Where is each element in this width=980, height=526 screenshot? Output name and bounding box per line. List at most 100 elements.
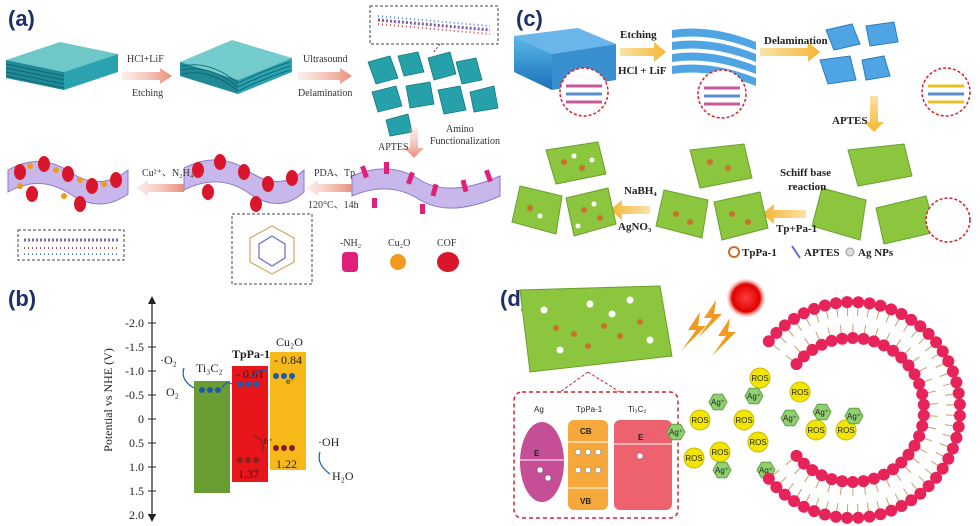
tppa-dots-d xyxy=(553,319,643,349)
panel-a-label: (a) xyxy=(8,6,35,31)
label-c-etching: Etching xyxy=(620,29,657,41)
ros-label: ROS xyxy=(711,448,728,457)
label-tppa: TpPa-1 xyxy=(232,347,270,361)
ag-ion-label: Ag⁺ xyxy=(815,408,829,417)
lipid-head xyxy=(841,296,854,309)
flakes-c xyxy=(819,21,899,85)
lipid-head xyxy=(952,387,965,400)
lipid-head xyxy=(815,338,828,351)
y-tick-label: 1.5 xyxy=(129,484,144,498)
lipid-head xyxy=(930,336,943,349)
cu2o-inset xyxy=(17,229,125,261)
light-bolts xyxy=(682,300,736,356)
lipid-head xyxy=(836,475,849,488)
lipid-head xyxy=(874,508,887,521)
label-c-aptes: APTES xyxy=(832,115,867,127)
lipid-head xyxy=(953,409,966,422)
ag-ion xyxy=(712,461,732,479)
band-cu2o xyxy=(270,352,306,470)
aptes-sheets-c xyxy=(811,143,971,245)
lipid-head xyxy=(895,500,908,512)
lipid-head xyxy=(788,312,800,325)
label-d-tppa: TpPa-1 xyxy=(576,405,603,414)
panel-b: (b) Potential vs NHE (V) -2.0-1.5-1.0-0.… xyxy=(8,286,354,522)
label-pda-tp: PDA、Tp xyxy=(314,168,355,179)
label-c-delam: Delamination xyxy=(764,35,828,47)
ti3c2-band-d xyxy=(614,420,672,510)
lipid-head xyxy=(917,398,930,411)
lipid-head xyxy=(829,297,842,310)
lipid-head xyxy=(867,335,880,348)
electrons xyxy=(199,373,295,393)
ag-ion-label: Ag⁺ xyxy=(847,412,861,421)
ag-ion xyxy=(666,423,686,441)
arrow-c-schiff xyxy=(762,204,806,224)
lipid-head xyxy=(815,469,828,482)
lipid-head xyxy=(797,350,810,363)
accordion-mxene xyxy=(180,40,292,94)
inset-leader-right xyxy=(587,371,621,393)
cof-sheets-c xyxy=(655,143,769,241)
lipid-head xyxy=(846,476,859,488)
lipid-head xyxy=(852,296,865,309)
lipid-head xyxy=(905,494,918,507)
lipid-head xyxy=(829,510,842,523)
panel-a: (a) HCl+LiF Etching Ultrasound Delaminat… xyxy=(5,5,501,285)
label-d-ti3c2: Ti₃C₂ xyxy=(628,405,647,414)
ag-ion-label: Ag⁺ xyxy=(747,392,761,401)
holes xyxy=(237,445,295,463)
ros-particle xyxy=(689,409,711,431)
y-axis-ticks: -2.0-1.5-1.0-0.500.51.01.52.0 xyxy=(125,316,156,522)
label-cu-n2h4: Cu²⁺、N₂H₄ xyxy=(142,168,194,179)
accordion-c xyxy=(672,28,756,119)
label-aptes-a: APTES xyxy=(378,142,409,153)
panel-b-label: (b) xyxy=(8,286,36,311)
lipid-head xyxy=(887,344,899,357)
lipid-head xyxy=(788,495,800,508)
ros-particle xyxy=(789,381,811,403)
lipid-head xyxy=(930,471,943,484)
label-c-agno3: AgNO₃ xyxy=(618,221,652,233)
lipid-head xyxy=(887,463,899,476)
lipid-head xyxy=(895,351,908,364)
label-etching: Etching xyxy=(132,88,163,99)
ag-ion xyxy=(708,393,728,411)
ros-particle xyxy=(749,367,771,389)
lipid-head xyxy=(908,439,921,452)
lipid-head xyxy=(808,505,821,518)
cell-membrane xyxy=(762,296,966,524)
band-ti3c2 xyxy=(194,381,230,493)
inset-leader-left xyxy=(559,371,589,393)
lipid-head xyxy=(863,297,876,310)
legend-a: -NH₂ Cu₂O COF xyxy=(340,238,459,272)
hole-transfer-arrow xyxy=(253,435,264,453)
lipid-head xyxy=(808,302,821,315)
ros-particle xyxy=(733,409,755,431)
y-axis-arrow-top xyxy=(148,296,156,304)
label-hcl-lif: HCl+LiF xyxy=(127,54,164,65)
o2-reduction-arrow xyxy=(182,367,195,389)
lipid-head xyxy=(797,307,810,320)
lipid-head xyxy=(857,332,870,345)
ag-ion-label: Ag⁺ xyxy=(711,398,725,407)
lipid-head xyxy=(913,430,926,443)
h2o-oxidation-arrow xyxy=(318,451,331,475)
atomic-inset-a xyxy=(369,5,499,45)
label-amino: Amino xyxy=(446,124,474,135)
lipid-head xyxy=(778,488,791,501)
arrow-c-delam xyxy=(760,42,820,62)
lipid-head xyxy=(895,456,908,469)
ros-label: ROS xyxy=(735,416,752,425)
light-source xyxy=(726,278,766,318)
lipid-head xyxy=(902,359,915,372)
ag-dots-d xyxy=(540,296,654,354)
tppa-vb-value: 1.37 xyxy=(238,467,259,481)
cu2o-vb-value: 1.22 xyxy=(276,457,297,471)
label-c-tppa: Tp+Pa-1 xyxy=(776,223,817,235)
lipid-head xyxy=(942,355,955,368)
panel-c-label: (c) xyxy=(516,6,543,31)
lipid-head xyxy=(825,334,838,347)
cof-hexagon xyxy=(249,225,295,275)
lipid-head xyxy=(942,452,955,465)
ros-particle xyxy=(683,447,705,469)
